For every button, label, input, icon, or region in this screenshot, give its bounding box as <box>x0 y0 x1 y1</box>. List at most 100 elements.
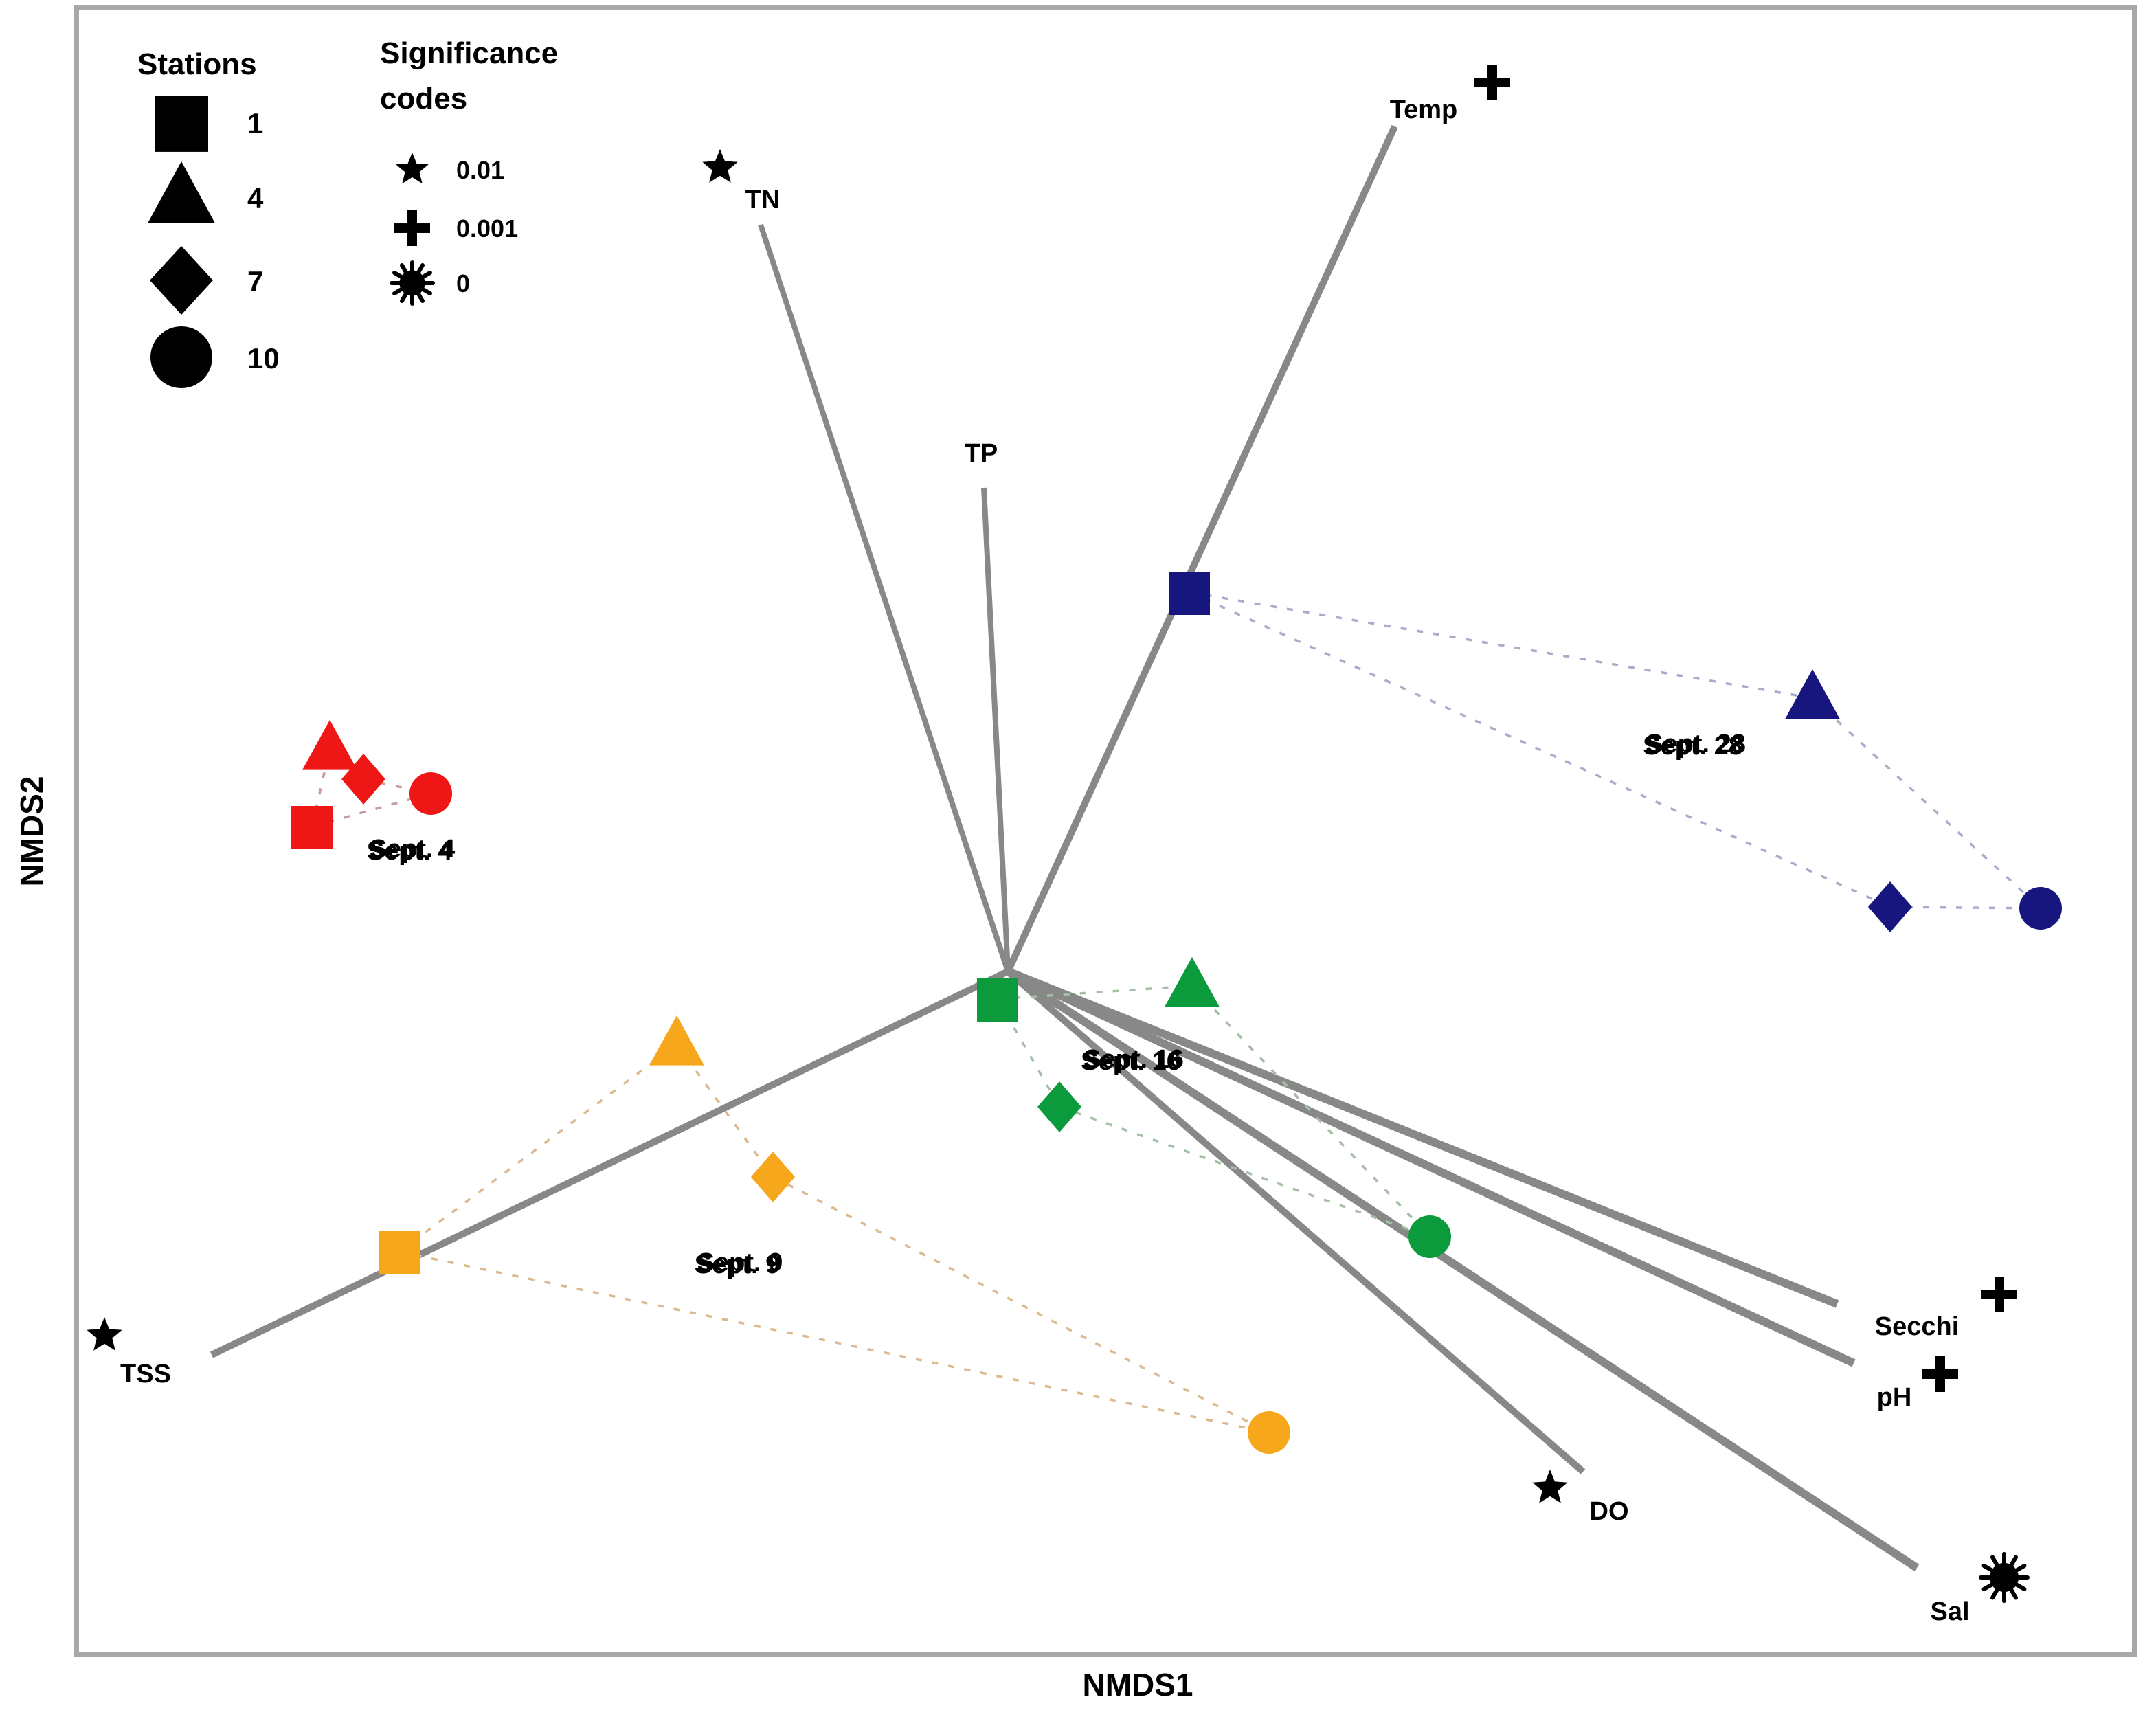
sunburst-core <box>1989 1562 2019 1593</box>
group-label-shadow: Sept. 4 <box>367 837 453 866</box>
group-label: Sept. 4 <box>370 835 456 864</box>
sunburst-ray <box>392 287 405 295</box>
sunburst-ray <box>416 291 425 303</box>
plus-significance-icon <box>1474 65 1510 100</box>
legend-stations: Stations 1 4 7 10 <box>137 47 280 388</box>
vector-line-secchi <box>1006 967 1839 1308</box>
data-point-sept16-station4 <box>1165 956 1220 1007</box>
group-label-shadow: Sept. 28 <box>1643 732 1743 761</box>
vector-label-text: Sal <box>1930 1597 1969 1626</box>
vector-label-text: Temp <box>1390 96 1458 124</box>
legend-circle-icon <box>150 326 212 388</box>
group-label: Sept. 28 <box>1646 730 1746 759</box>
group-edge <box>772 1176 1270 1434</box>
vector-label-temp: Temp <box>1390 65 1510 124</box>
sunburst-significance-icon <box>390 260 435 306</box>
data-point-sept4-station10 <box>409 772 452 815</box>
group-label-shadow: Sept. 9 <box>695 1250 781 1279</box>
legend-significance-label: 0.01 <box>456 156 504 184</box>
sunburst-ray <box>416 263 425 276</box>
sunburst-ray <box>400 263 409 276</box>
group-edge <box>1811 697 2042 910</box>
legend-station-label: 1 <box>247 107 263 139</box>
sunburst-ray <box>400 291 409 303</box>
plus-significance-icon <box>1922 1356 1958 1392</box>
data-point-sept9-station10 <box>1248 1411 1290 1454</box>
sunburst-ray <box>2013 1564 2027 1573</box>
data-point-sept16-station1 <box>977 978 1018 1022</box>
vector-line-ph <box>1006 967 1856 1367</box>
vector-label-sal: Sal <box>1930 1552 2030 1626</box>
legend-square-icon <box>155 96 208 152</box>
group-edge <box>1189 591 1891 908</box>
sunburst-ray <box>2013 1582 2027 1591</box>
sunburst-ray <box>1990 1555 2000 1569</box>
group-edges-sept9 <box>398 1043 1270 1434</box>
data-point-sept16-station7 <box>1037 1081 1081 1132</box>
group-label: Sept. 9 <box>697 1248 783 1277</box>
legend-significance-title-line2: codes <box>380 82 467 115</box>
vector-label-tp: TP <box>965 439 998 468</box>
legend-station-label: 4 <box>247 182 264 214</box>
plus-significance-icon <box>394 210 430 246</box>
sunburst-ray <box>392 271 405 280</box>
star-significance-icon <box>396 153 429 184</box>
group-edge <box>675 1043 774 1178</box>
vector-label-text: TP <box>965 439 998 468</box>
data-point-sept28-station4 <box>1785 669 1840 719</box>
legend-diamond-icon <box>150 246 213 315</box>
vector-line-do <box>1005 969 1586 1474</box>
vector-label-tn: TN <box>702 149 780 214</box>
plot-area-border <box>74 5 2137 1657</box>
vector-line-temp <box>1004 124 1398 974</box>
vector-label-tss: TSS <box>87 1317 171 1389</box>
star-significance-icon <box>702 149 738 183</box>
data-point-sept28-station10 <box>2019 887 2062 930</box>
legend-stations-title: Stations <box>137 47 257 81</box>
vector-line-sal <box>1005 967 1920 1572</box>
data-point-sept4-station4 <box>302 719 357 770</box>
sunburst-ray <box>420 271 432 280</box>
sunburst-ray <box>1981 1582 1995 1591</box>
vector-label-secchi: Secchi <box>1875 1277 2017 1341</box>
data-point-sept9-station1 <box>379 1231 420 1274</box>
data-point-sept9-station7 <box>751 1152 795 1202</box>
sunburst-significance-icon <box>1979 1552 2030 1603</box>
legend-significance-label: 0.001 <box>456 214 518 243</box>
data-point-sept9-station4 <box>649 1015 704 1066</box>
sunburst-ray <box>420 287 432 295</box>
data-point-sept4-station1 <box>291 806 333 849</box>
sunburst-core <box>399 270 425 296</box>
sunburst-ray <box>2008 1586 2018 1600</box>
group-label-shadow: Sept. 16 <box>1081 1047 1181 1076</box>
legend-triangle-icon <box>148 161 215 223</box>
legend-significance-label: 0 <box>456 269 470 297</box>
vector-lines-group <box>210 124 1920 1572</box>
x-axis-label: NMDS1 <box>1082 1667 1193 1703</box>
data-point-sept28-station1 <box>1169 572 1210 615</box>
vector-label-text: DO <box>1590 1497 1629 1526</box>
vector-line-tss <box>210 968 1010 1358</box>
vector-label-do: DO <box>1532 1470 1629 1526</box>
group-edge <box>363 778 431 795</box>
vector-line-tp <box>981 487 1011 972</box>
group-edge <box>1189 591 1813 699</box>
group-edges-sept28 <box>1189 591 2042 910</box>
sunburst-ray <box>2008 1555 2018 1569</box>
data-point-sept28-station7 <box>1868 881 1912 932</box>
sunburst-ray <box>1981 1564 1995 1573</box>
vector-label-text: TN <box>745 186 781 214</box>
data-point-sept4-station7 <box>341 754 385 805</box>
legend-station-label: 10 <box>247 342 280 374</box>
plus-significance-icon <box>1981 1277 2017 1312</box>
y-axis-label: NMDS2 <box>14 776 49 886</box>
star-significance-icon <box>87 1317 122 1351</box>
legend-station-label: 7 <box>247 265 263 297</box>
vector-line-tn <box>758 223 1011 973</box>
